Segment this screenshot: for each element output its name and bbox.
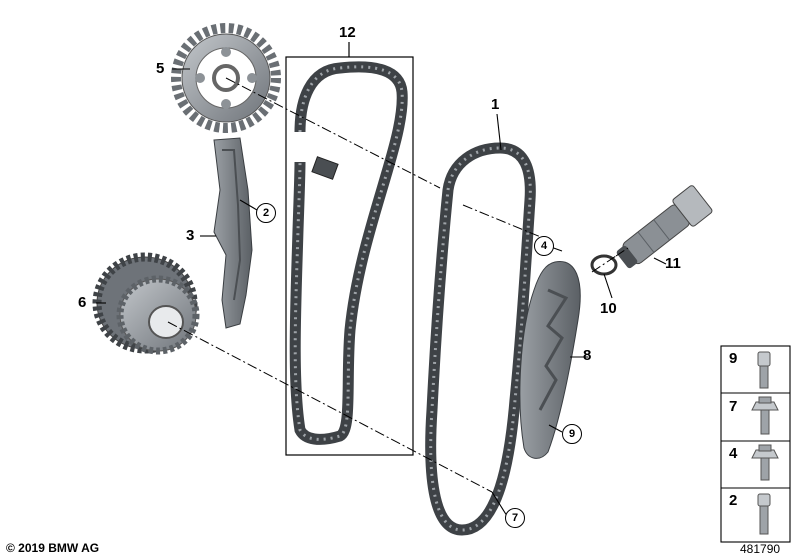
- callout-9-circled: 9: [562, 424, 582, 444]
- callout-5: 5: [156, 60, 165, 77]
- timing-chain: [425, 142, 536, 536]
- callout-10: 10: [600, 300, 617, 317]
- callout-4-circled: 4: [534, 236, 554, 256]
- fastener-legend: [720, 345, 791, 543]
- legend-bolt-9-icon: [757, 351, 771, 389]
- chain-tensioner: [616, 185, 713, 269]
- diagram-id: 481790: [740, 542, 781, 556]
- assembly-axis-lines: [167, 77, 629, 493]
- guide-rail: [213, 137, 253, 329]
- legend-number-9: 9: [729, 350, 738, 367]
- legend-number-7: 7: [729, 398, 738, 415]
- legend-bolt-2-icon: [757, 493, 771, 535]
- callout-3: 3: [186, 227, 195, 244]
- legend-bolt-7-icon: [751, 396, 779, 435]
- crankshaft-sprocket: [92, 252, 200, 355]
- callout-2-circled: 2: [256, 203, 276, 223]
- legend-number-4: 4: [729, 445, 738, 462]
- copyright-notice: © 2019 BMW AG: [6, 541, 100, 555]
- callout-7-circled: 7: [505, 508, 525, 528]
- legend-number-2: 2: [729, 492, 738, 509]
- callout-11: 11: [665, 255, 681, 272]
- camshaft-sprocket: [171, 23, 281, 133]
- callout-12: 12: [339, 24, 356, 41]
- callout-6: 6: [78, 294, 87, 311]
- callout-8: 8: [583, 347, 592, 364]
- legend-bolt-4-icon: [751, 444, 779, 481]
- chain-connecting-link: [311, 156, 339, 180]
- tensioner-rail: [519, 261, 581, 459]
- callout-1: 1: [491, 96, 500, 113]
- leader-lines: [96, 68, 667, 517]
